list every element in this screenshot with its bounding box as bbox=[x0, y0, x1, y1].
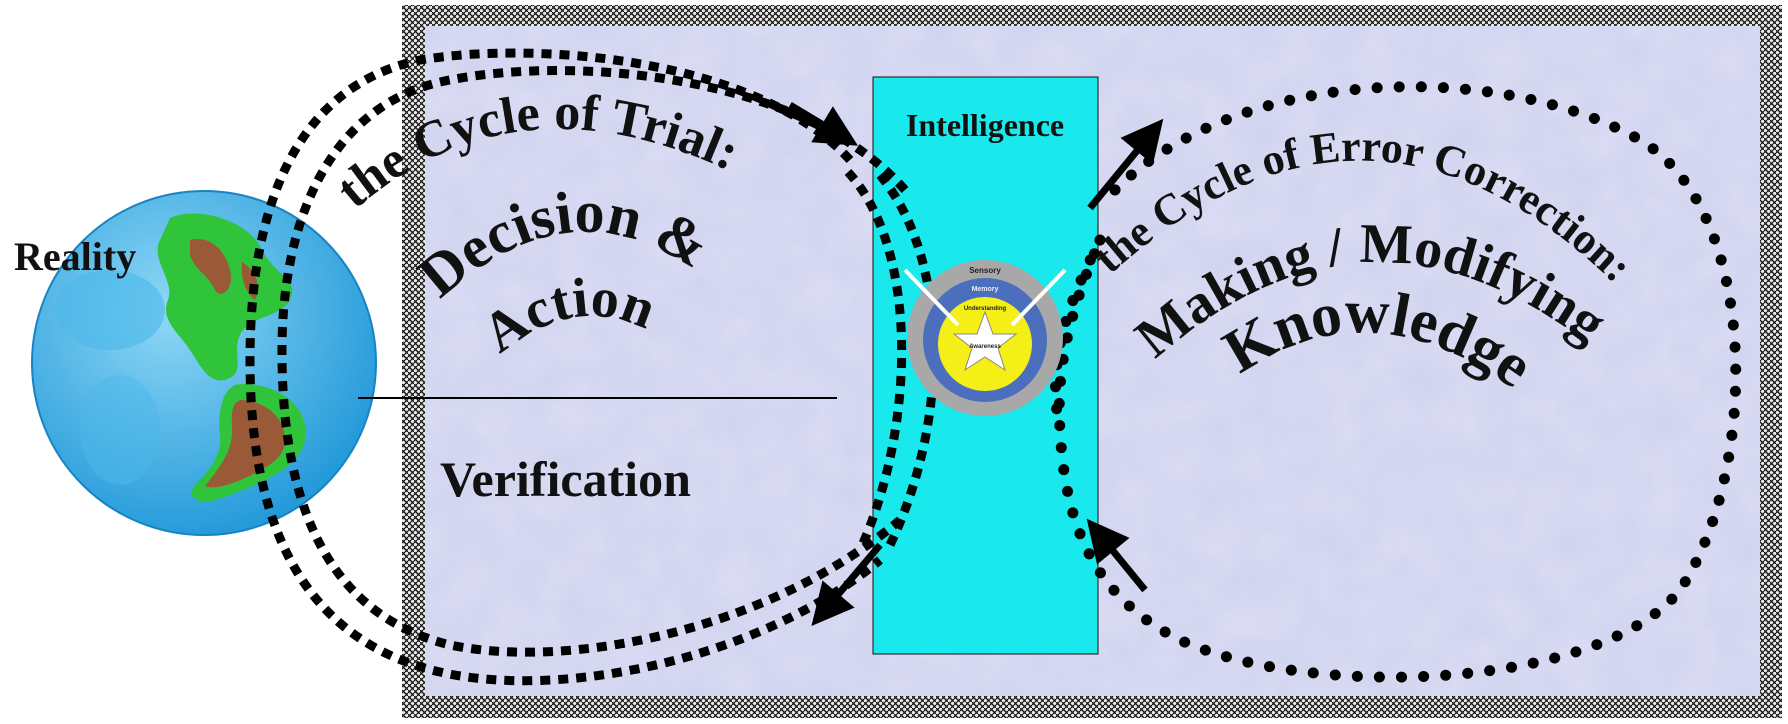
reality-label: Reality bbox=[14, 234, 136, 279]
intelligence-label: Intelligence bbox=[906, 107, 1064, 143]
memory-ring-label: Memory bbox=[972, 286, 999, 293]
understanding-ring-label: Understanding bbox=[964, 306, 1007, 312]
verification-label: Verification bbox=[440, 451, 691, 507]
awareness-ring-label: Awareness bbox=[969, 344, 1001, 350]
sensory-ring-label: Sensory bbox=[969, 266, 1001, 275]
